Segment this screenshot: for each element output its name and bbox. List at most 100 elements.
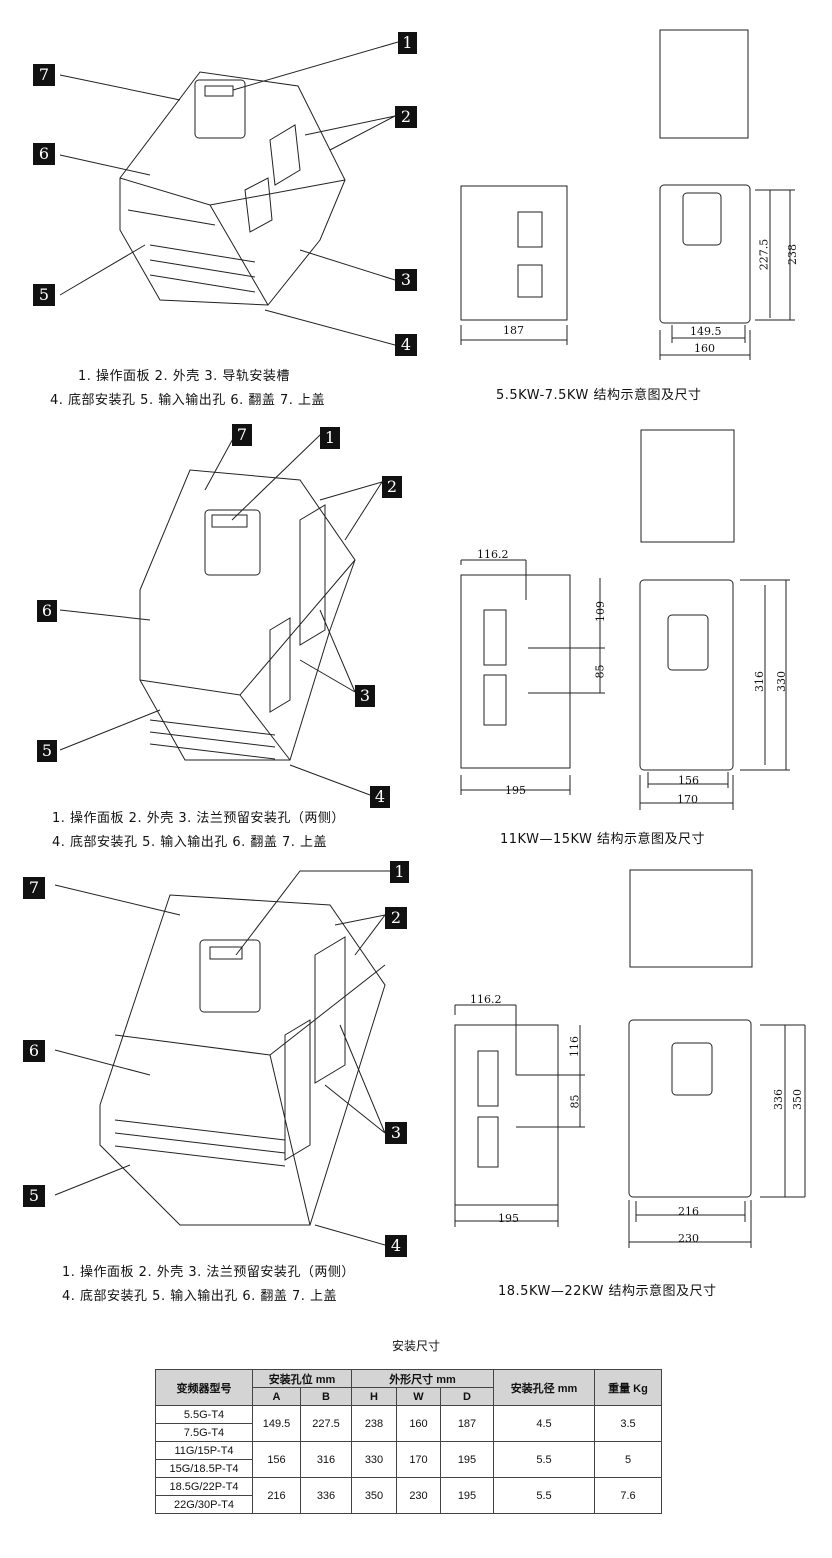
legend-caption: 1. 操作面板 2. 外壳 3. 法兰预留安装孔（两侧） 4. 底部安装孔 5.…: [52, 807, 345, 855]
housing-perspective-drawing: [119, 71, 346, 306]
header-hole-diameter: 安装孔径 mm: [493, 1369, 595, 1406]
dim-side-depth: 187: [503, 324, 524, 337]
callout-2: 2: [385, 907, 407, 929]
table-caption: 安装尺寸: [391, 1339, 440, 1353]
header-outline: 外形尺寸 mm: [351, 1369, 494, 1388]
top-view-drawing: [659, 29, 749, 139]
install-dimension-table: 变频器型号 安装孔位 mm 外形尺寸 mm 安装孔径 mm 重量 Kg A B …: [155, 1369, 662, 1514]
dim-side-depth: 195: [505, 784, 526, 797]
model-cell: 15G/18.5P-T4: [155, 1459, 253, 1478]
header-w: W: [396, 1387, 441, 1406]
top-view-drawing: [640, 429, 735, 543]
dim-front-b: 316: [753, 671, 766, 692]
callout-6: 6: [23, 1040, 45, 1062]
header-h: H: [351, 1387, 397, 1406]
b-cell: 316: [300, 1441, 352, 1478]
section-title: 5.5KW-7.5KW 结构示意图及尺寸: [496, 388, 702, 403]
kg-cell: 7.6: [594, 1477, 662, 1514]
kg-cell: 5: [594, 1441, 662, 1478]
a-cell: 156: [252, 1441, 301, 1478]
model-cell: 11G/15P-T4: [155, 1441, 253, 1460]
legend-line-2: 4. 底部安装孔 5. 输入输出孔 6. 翻盖 7. 上盖: [62, 1289, 338, 1304]
dia-cell: 4.5: [493, 1405, 595, 1442]
dim-front-h: 330: [775, 671, 788, 692]
table-row: 11G/15P-T4 156 316 330 170 195 5.5 5: [155, 1441, 662, 1478]
dim-side-top: 116.2: [470, 993, 502, 1006]
legend-line-1: 1. 操作面板 2. 外壳 3. 法兰预留安装孔（两侧）: [52, 811, 345, 826]
section-medium: 1 2 3 4 5 6 7 116.2 109 85 195 156 170 3…: [0, 420, 832, 865]
dia-cell: 5.5: [493, 1477, 595, 1514]
d-cell: 195: [440, 1441, 494, 1478]
dia-cell: 5.5: [493, 1441, 595, 1478]
housing-perspective-drawing: [99, 894, 386, 1226]
w-cell: 170: [396, 1441, 441, 1478]
callout-3: 3: [355, 685, 375, 707]
dim-front-h: 350: [791, 1089, 804, 1110]
dim-front-b: 227.5: [757, 238, 771, 271]
w-cell: 160: [396, 1405, 441, 1442]
legend-line-1: 1. 操作面板 2. 外壳 3. 法兰预留安装孔（两侧）: [62, 1265, 355, 1280]
callout-1: 1: [398, 32, 417, 54]
table-row: 22G/30P-T4: [155, 1495, 662, 1514]
callout-2: 2: [382, 476, 402, 498]
h-cell: 330: [351, 1441, 397, 1478]
dim-front-a: 156: [678, 774, 699, 787]
legend-line-2: 4. 底部安装孔 5. 输入输出孔 6. 翻盖 7. 上盖: [52, 835, 328, 850]
header-hole-position: 安装孔位 mm: [252, 1369, 352, 1388]
b-cell: 336: [300, 1477, 352, 1514]
callout-6: 6: [37, 600, 57, 622]
section-large: 1 2 3 4 5 6 7 116.2 116 85 195 216 230 3…: [0, 861, 832, 1305]
model-cell: 7.5G-T4: [155, 1423, 253, 1442]
dim-side-v1: 109: [594, 601, 607, 622]
callout-5: 5: [23, 1185, 45, 1207]
side-view-drawing: [460, 559, 605, 795]
h-cell: 238: [351, 1405, 397, 1442]
w-cell: 230: [396, 1477, 441, 1514]
front-view-drawing: [659, 184, 795, 360]
legend-caption: 1. 操作面板 2. 外壳 3. 导轨安装槽 4. 底部安装孔 5. 输入输出孔…: [50, 365, 325, 413]
callout-5: 5: [33, 284, 55, 306]
dim-front-w: 160: [694, 342, 715, 355]
header-d: D: [440, 1387, 494, 1406]
side-view-drawing: [454, 1004, 585, 1227]
callout-4: 4: [395, 334, 417, 356]
callout-1: 1: [390, 861, 409, 883]
dim-front-b: 336: [772, 1089, 785, 1110]
kg-cell: 3.5: [594, 1405, 662, 1442]
dim-front-w: 170: [677, 793, 698, 806]
legend-caption: 1. 操作面板 2. 外壳 3. 法兰预留安装孔（两侧） 4. 底部安装孔 5.…: [62, 1261, 355, 1309]
model-cell: 5.5G-T4: [155, 1405, 253, 1424]
callout-1: 1: [320, 427, 340, 449]
side-view-drawing: [460, 185, 568, 345]
legend-line-1: 1. 操作面板 2. 外壳 3. 导轨安装槽: [78, 369, 290, 384]
d-cell: 195: [440, 1477, 494, 1514]
top-view-drawing: [629, 869, 753, 968]
callout-6: 6: [33, 143, 55, 165]
callout-2: 2: [395, 106, 417, 128]
header-weight: 重量 Kg: [594, 1369, 662, 1406]
dim-front-h: 238: [786, 244, 799, 265]
model-cell: 22G/30P-T4: [155, 1495, 253, 1514]
front-view-drawing: [639, 579, 790, 810]
b-cell: 227.5: [300, 1405, 352, 1442]
a-cell: 149.5: [252, 1405, 301, 1442]
model-cell: 18.5G/22P-T4: [155, 1477, 253, 1496]
callout-7: 7: [33, 64, 55, 86]
table-row: 5.5G-T4 149.5 227.5 238 160 187 4.5 3.5: [155, 1405, 662, 1442]
section-small-drawings: [59, 29, 795, 360]
header-a: A: [252, 1387, 301, 1406]
callout-3: 3: [385, 1122, 407, 1144]
header-model: 变频器型号: [155, 1369, 253, 1406]
dim-side-depth: 195: [498, 1212, 519, 1225]
dim-front-a: 149.5: [690, 325, 722, 338]
callout-3: 3: [395, 269, 417, 291]
dim-side-v2: 85: [568, 1094, 582, 1109]
callout-5: 5: [37, 740, 57, 762]
section-small: 1 2 3 4 5 6 7 187 149.5 160 227.5 238 1.…: [0, 0, 832, 420]
dim-side-v1: 116: [568, 1036, 581, 1057]
callout-7: 7: [232, 424, 252, 446]
a-cell: 216: [252, 1477, 301, 1514]
table-row: 15G/18.5P-T4: [155, 1459, 662, 1478]
section-medium-drawings: [59, 429, 790, 810]
dim-front-w: 230: [678, 1232, 699, 1245]
